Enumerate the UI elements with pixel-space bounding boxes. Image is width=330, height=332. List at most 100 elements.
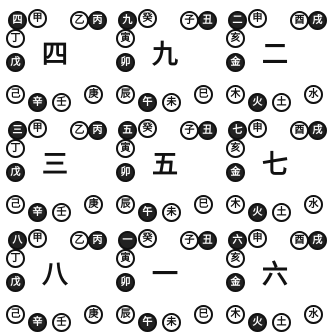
seal-medallion: 寅	[116, 249, 135, 268]
grid-cell: 四四甲乙丙丁戊己庚辛壬	[0, 1, 110, 111]
seal-medallion: 癸	[138, 229, 157, 248]
seal-medallion: 癸	[138, 119, 157, 138]
grid-cell: 八八甲乙丙丁戊己庚辛壬	[0, 221, 110, 331]
seal-medallion: 戌	[308, 231, 327, 250]
seal-medallion: 卯	[116, 53, 135, 72]
seal-medallion: 申	[248, 229, 267, 248]
seal-medallion: 寅	[116, 139, 135, 158]
seal-medallion: 一	[118, 231, 137, 250]
seal-medallion: 七	[228, 121, 247, 140]
grid-cell: 六六申酉戌亥金木水火土	[220, 221, 330, 331]
seal-medallion: 子	[180, 231, 199, 250]
seal-medallion: 己	[6, 85, 25, 104]
seal-medallion: 四	[8, 11, 27, 30]
grid-cell: 七七申酉戌亥金木水火土	[220, 111, 330, 221]
seal-medallion: 土	[272, 93, 291, 112]
seal-medallion: 酉	[290, 11, 309, 30]
seal-medallion: 卯	[116, 163, 135, 182]
seal-medallion: 丙	[88, 121, 107, 140]
seal-medallion: 卯	[116, 273, 135, 292]
grid-cell: 一一癸子丑寅卯辰巳午未	[110, 221, 220, 331]
seal-medallion: 申	[248, 9, 267, 28]
seal-medallion: 甲	[28, 229, 47, 248]
seal-medallion: 乙	[70, 11, 89, 30]
seal-medallion: 己	[6, 305, 25, 324]
seal-medallion: 火	[248, 313, 267, 332]
seal-medallion: 木	[226, 85, 245, 104]
grid-cell: 五五癸子丑寅卯辰巳午未	[110, 111, 220, 221]
seal-medallion: 金	[226, 53, 245, 72]
seal-medallion: 辛	[28, 93, 47, 112]
seal-medallion: 土	[272, 203, 291, 222]
seal-medallion: 午	[138, 203, 157, 222]
seal-medallion: 子	[180, 11, 199, 30]
seal-medallion: 丑	[198, 231, 217, 250]
seal-medallion: 辛	[28, 313, 47, 332]
seal-medallion: 五	[118, 121, 137, 140]
grid-cell: 二二申酉戌亥金木水火土	[220, 1, 330, 111]
seal-medallion: 乙	[70, 231, 89, 250]
seal-medallion: 午	[138, 93, 157, 112]
seal-medallion: 壬	[52, 313, 71, 332]
seal-medallion: 甲	[28, 9, 47, 28]
seal-medallion: 八	[8, 231, 27, 250]
seal-medallion: 丁	[6, 249, 25, 268]
seal-medallion: 庚	[84, 85, 103, 104]
seal-medallion: 木	[226, 305, 245, 324]
seal-medallion: 辰	[116, 85, 135, 104]
seal-medallion: 未	[162, 313, 181, 332]
seal-medallion: 辰	[116, 305, 135, 324]
seal-medallion: 二	[228, 11, 247, 30]
seal-medallion: 水	[304, 305, 323, 324]
seal-medallion: 巳	[194, 195, 213, 214]
seal-medallion: 亥	[226, 29, 245, 48]
seal-medallion: 己	[6, 195, 25, 214]
seal-medallion: 癸	[138, 9, 157, 28]
seal-medallion: 九	[118, 11, 137, 30]
seal-medallion: 亥	[226, 139, 245, 158]
seal-medallion: 水	[304, 195, 323, 214]
seal-medallion: 丁	[6, 139, 25, 158]
seal-medallion: 辛	[28, 203, 47, 222]
seal-medallion: 丑	[198, 11, 217, 30]
seal-medallion: 三	[8, 121, 27, 140]
seal-medallion: 庚	[84, 305, 103, 324]
seal-medallion: 木	[226, 195, 245, 214]
seal-medallion: 戌	[308, 121, 327, 140]
seal-medallion: 丁	[6, 29, 25, 48]
seal-medallion: 戊	[6, 53, 25, 72]
seal-medallion: 火	[248, 93, 267, 112]
seal-medallion: 金	[226, 163, 245, 182]
seal-medallion: 六	[228, 231, 247, 250]
seal-medallion: 甲	[28, 119, 47, 138]
seal-medallion: 土	[272, 313, 291, 332]
seal-medallion: 庚	[84, 195, 103, 214]
seal-medallion: 壬	[52, 93, 71, 112]
seal-medallion: 丙	[88, 11, 107, 30]
seal-medallion: 申	[248, 119, 267, 138]
seal-medallion: 亥	[226, 249, 245, 268]
seal-medallion: 戊	[6, 273, 25, 292]
seal-medallion: 水	[304, 85, 323, 104]
seal-medallion: 戌	[308, 11, 327, 30]
seal-medallion: 丙	[88, 231, 107, 250]
seal-medallion: 巳	[194, 305, 213, 324]
grid-cell: 九九癸子丑寅卯辰巳午未	[110, 1, 220, 111]
seal-medallion: 壬	[52, 203, 71, 222]
seal-medallion: 金	[226, 273, 245, 292]
seal-medallion: 巳	[194, 85, 213, 104]
seal-medallion: 未	[162, 203, 181, 222]
seal-medallion: 戊	[6, 163, 25, 182]
seal-medallion: 酉	[290, 121, 309, 140]
seal-medallion: 辰	[116, 195, 135, 214]
seal-medallion: 未	[162, 93, 181, 112]
seal-medallion: 酉	[290, 231, 309, 250]
seal-medallion: 午	[138, 313, 157, 332]
seal-medallion: 乙	[70, 121, 89, 140]
seal-medallion: 子	[180, 121, 199, 140]
seal-medallion: 寅	[116, 29, 135, 48]
grid-cell: 三三甲乙丙丁戊己庚辛壬	[0, 111, 110, 221]
seal-medallion: 火	[248, 203, 267, 222]
seal-medallion: 丑	[198, 121, 217, 140]
